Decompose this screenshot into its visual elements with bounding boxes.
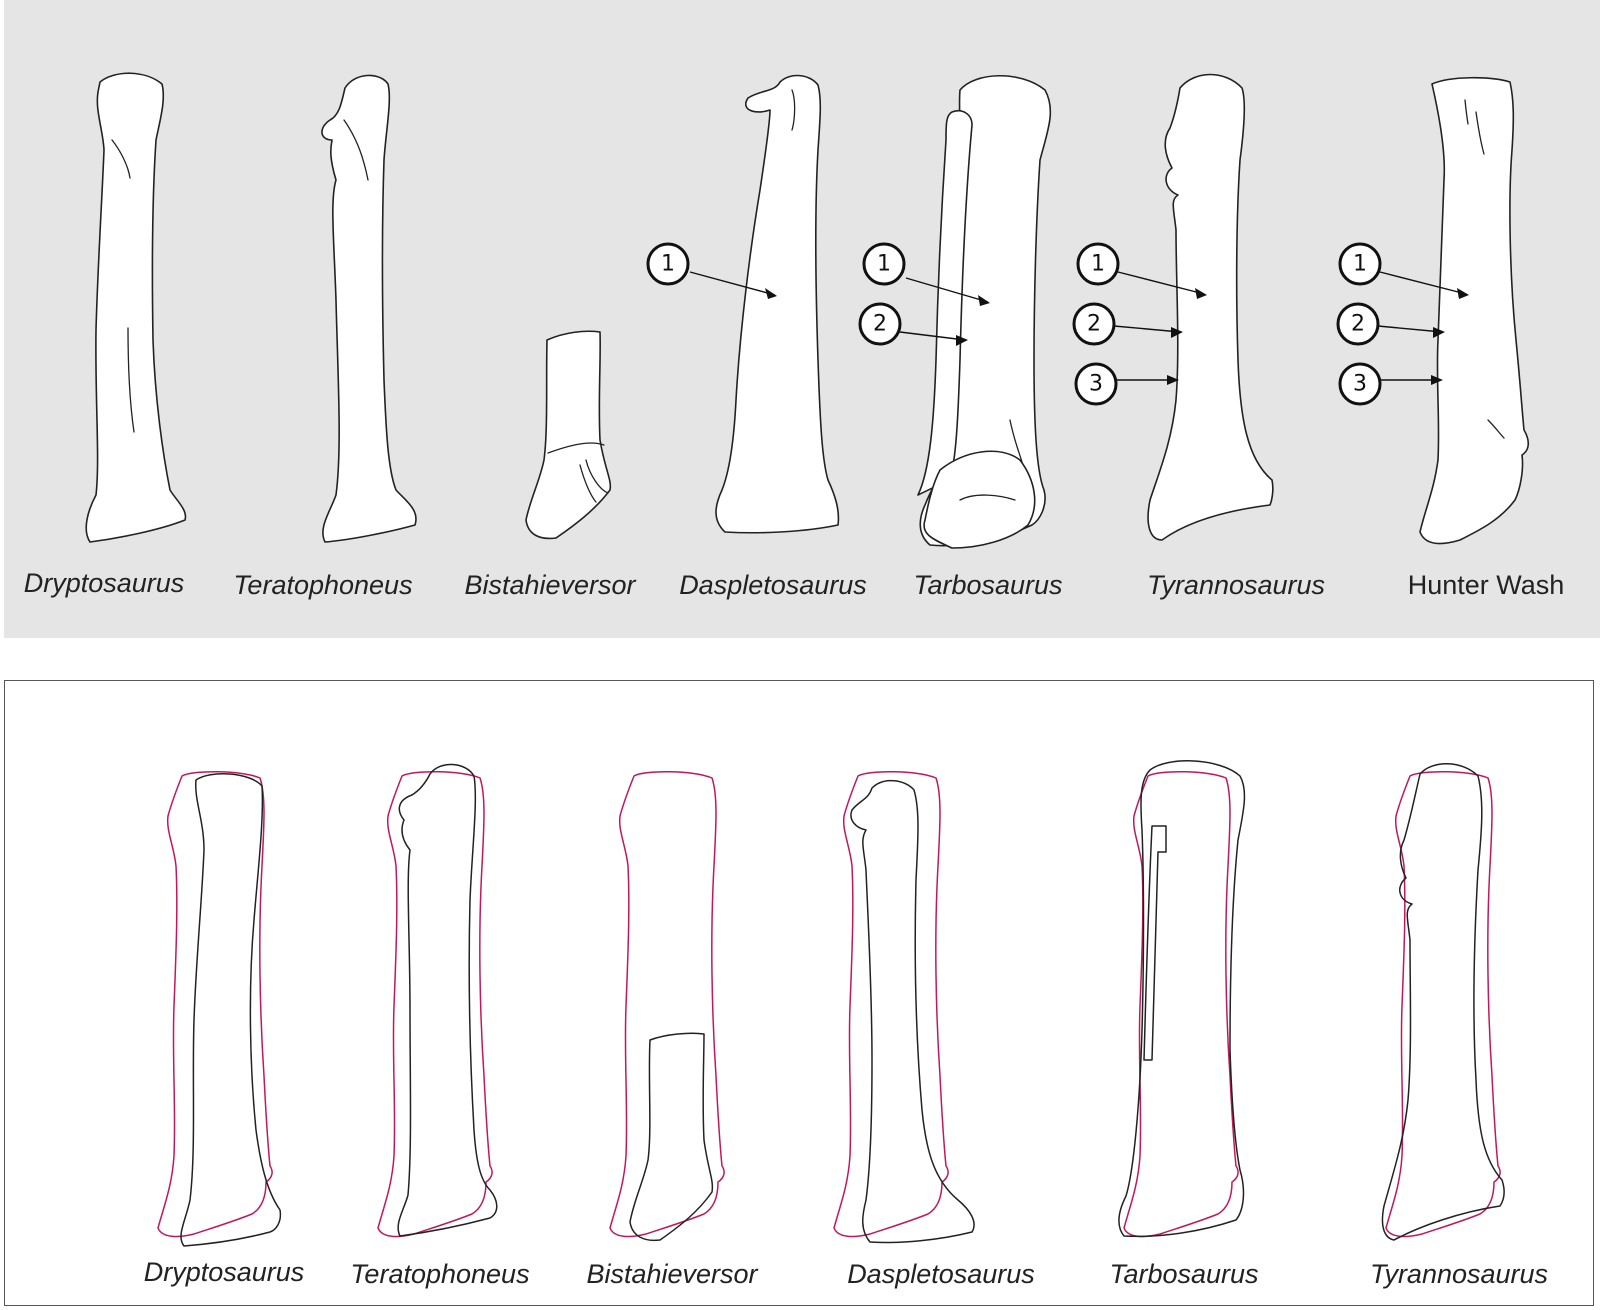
marker-1 (646, 242, 690, 286)
bottom-label-teratophoneus: Teratophoneus (350, 1259, 529, 1289)
top-labels: Dryptosaurus Teratophoneus Bistahieverso… (24, 568, 1565, 600)
top-label-bistahieversor: Bistahieversor (464, 570, 636, 600)
bone-dryptosaurus (85, 72, 187, 543)
bottom-label-tyrannosaurus: Tyrannosaurus (1370, 1259, 1548, 1289)
bone-tarbosaurus (917, 75, 1052, 549)
bottom-label-dryptosaurus: Dryptosaurus (144, 1257, 305, 1287)
bottom-label-daspletosaurus: Daspletosaurus (847, 1259, 1035, 1289)
marker-label: 2 (1087, 312, 1101, 337)
bottom-panel (4, 680, 1594, 1306)
marker-label: 1 (877, 252, 891, 277)
marker-label: 1 (1091, 252, 1105, 277)
marker-1 (1338, 242, 1382, 286)
overlay-daspletosaurus (833, 770, 975, 1244)
bone-tyrannosaurus (1147, 73, 1274, 541)
marker-label: 3 (1353, 372, 1367, 397)
bottom-label-tarbosaurus: Tarbosaurus (1109, 1259, 1258, 1289)
marker-2 (1072, 302, 1116, 346)
overlay-bistahieversor (609, 770, 725, 1242)
overlay-dryptosaurus (157, 770, 282, 1247)
marker-1 (862, 242, 906, 286)
top-label-daspletosaurus: Daspletosaurus (679, 570, 867, 600)
bone-bistahieversor (525, 330, 612, 540)
marker-2 (1336, 302, 1380, 346)
overlay-teratophoneus (377, 763, 498, 1238)
markers-tarbosaurus: 1 2 (858, 242, 990, 346)
overlay-tarbosaurus (1118, 760, 1246, 1238)
marker-3 (1338, 362, 1382, 406)
markers-daspletosaurus: 1 (646, 242, 777, 299)
overlay-tyrannosaurus (1381, 763, 1505, 1241)
top-label-tarbosaurus: Tarbosaurus (913, 570, 1062, 600)
markers-hunter-wash: 1 2 3 (1336, 242, 1469, 406)
top-label-teratophoneus: Teratophoneus (233, 570, 412, 600)
marker-label: 2 (1351, 312, 1365, 337)
bone-teratophoneus (321, 74, 417, 543)
bone-hunter-wash (1419, 76, 1530, 545)
bone-daspletosaurus (715, 74, 840, 534)
bottom-labels: Dryptosaurus Teratophoneus Bistahieverso… (144, 1257, 1548, 1289)
marker-label: 1 (661, 252, 675, 277)
top-label-hunter-wash: Hunter Wash (1408, 570, 1565, 600)
bottom-label-bistahieversor: Bistahieversor (586, 1259, 758, 1289)
marker-label: 2 (873, 312, 887, 337)
top-label-dryptosaurus: Dryptosaurus (24, 568, 185, 598)
marker-label: 3 (1089, 372, 1103, 397)
markers-tyrannosaurus: 1 2 3 (1072, 242, 1207, 406)
top-label-tyrannosaurus: Tyrannosaurus (1147, 570, 1325, 600)
marker-label: 1 (1353, 252, 1367, 277)
marker-1 (1076, 242, 1120, 286)
marker-3 (1074, 362, 1118, 406)
marker-2 (858, 302, 902, 346)
